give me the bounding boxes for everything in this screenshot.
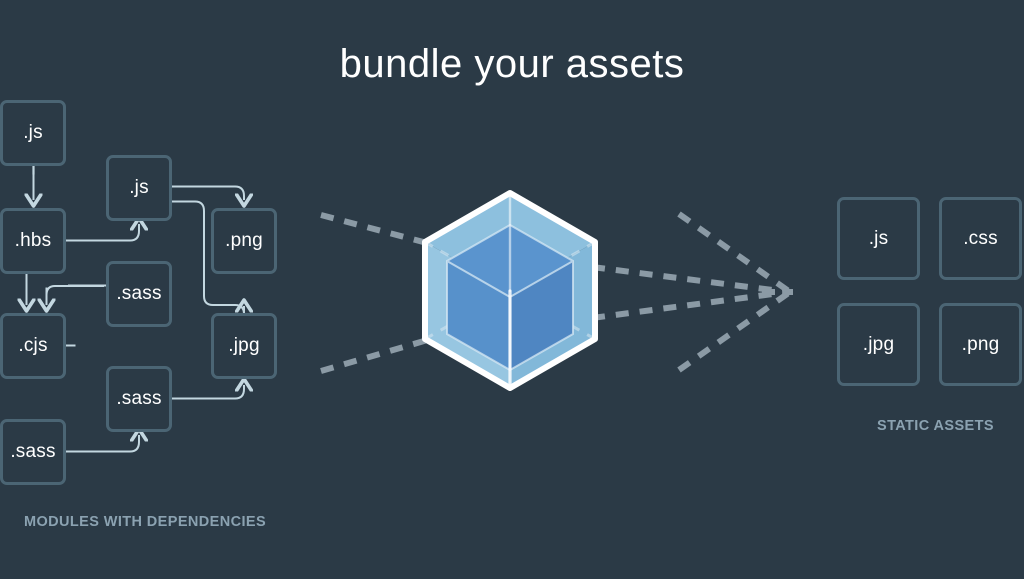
page-title: bundle your assets <box>339 42 685 86</box>
static-asset-node[interactable]: .js <box>837 197 920 280</box>
module-node-label: .jpg <box>228 335 260 356</box>
cube-outer-left-face <box>425 242 510 388</box>
static-asset-label: .png <box>961 333 1000 355</box>
cube-inner-left-face <box>447 261 510 370</box>
static-asset-node[interactable]: .jpg <box>837 303 920 386</box>
modules-caption: MODULES WITH DEPENDENCIES <box>24 514 267 530</box>
module-node[interactable]: .sass <box>106 366 172 432</box>
static-asset-label: .js <box>868 227 889 249</box>
input-dashed-arrows <box>320 212 432 374</box>
module-node[interactable]: .sass <box>106 261 172 327</box>
module-node[interactable]: .js <box>106 155 172 221</box>
output-dashed-arrows <box>591 211 793 373</box>
module-node-label: .png <box>225 230 263 251</box>
output-dashed-arrow <box>591 289 789 321</box>
output-dashed-arrow <box>677 211 792 295</box>
cube-hidden-edges <box>424 240 596 341</box>
cube-inner-edges <box>446 223 574 372</box>
module-node[interactable]: .hbs <box>0 208 66 274</box>
cube-outer-top-face <box>425 193 595 291</box>
module-node-label: .js <box>23 122 43 143</box>
output-dashed-arrow <box>677 289 792 373</box>
module-node[interactable]: .js <box>0 100 66 166</box>
input-dashed-arrow <box>320 336 432 374</box>
module-node-label: .sass <box>116 283 162 304</box>
static-assets-caption: STATIC ASSETS <box>877 418 994 434</box>
module-node[interactable]: .jpg <box>211 313 277 379</box>
edge-sass3-to-jpg <box>166 385 245 400</box>
input-dashed-arrow <box>320 212 432 247</box>
cube-outer-edges <box>422 190 598 391</box>
edge-sass1-to-sass3 <box>60 435 140 453</box>
cube-outer-right-face <box>510 242 595 388</box>
module-node[interactable]: .png <box>211 208 277 274</box>
module-node[interactable]: .sass <box>0 419 66 485</box>
module-node[interactable]: .cjs <box>0 313 66 379</box>
cube-inner-top-face <box>447 225 573 297</box>
edge-js2-to-png <box>166 185 245 201</box>
static-asset-node[interactable]: .css <box>939 197 1022 280</box>
static-asset-label: .css <box>963 227 998 249</box>
module-node-label: .sass <box>116 388 162 409</box>
webpack-cube-logo <box>422 190 598 391</box>
static-asset-label: .jpg <box>862 333 895 355</box>
edge-hbs-to-js2 <box>60 224 140 242</box>
static-asset-node[interactable]: .png <box>939 303 1022 386</box>
edge-sass2-to-cjs <box>47 285 104 305</box>
module-node-label: .cjs <box>18 335 48 356</box>
module-node-label: .js <box>129 177 149 198</box>
module-node-label: .sass <box>10 441 56 462</box>
module-node-label: .hbs <box>14 230 52 251</box>
cube-inner-right-face <box>510 261 573 370</box>
output-dashed-arrow <box>591 264 789 295</box>
